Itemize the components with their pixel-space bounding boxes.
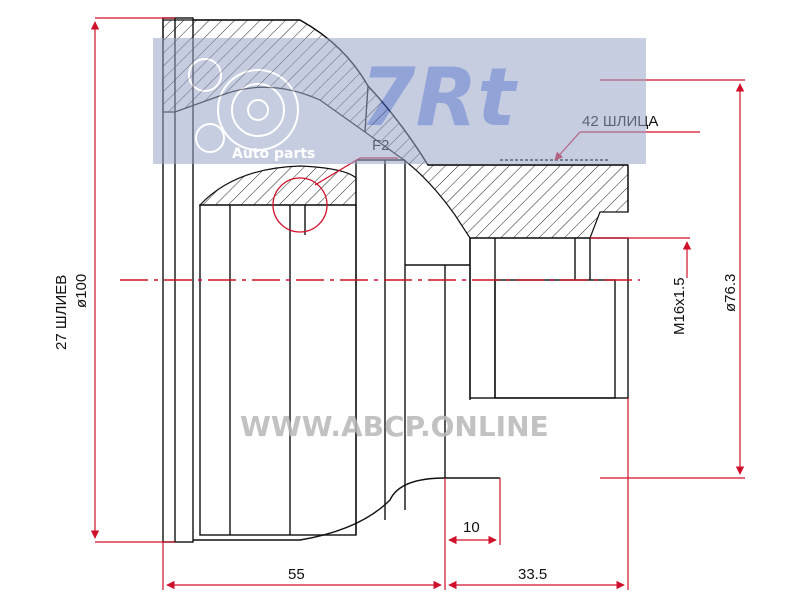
label-splines-outer: 27 ШЛИЕВ (53, 275, 70, 350)
brand-watermark: 7Rt Auto parts (153, 38, 646, 164)
label-diameter-inner: ø76.3 (722, 274, 739, 312)
gear-icon (188, 58, 299, 153)
brand-sub-text: Auto parts (232, 146, 315, 162)
label-length-stub: 33.5 (518, 566, 547, 583)
label-length-small: 10 (463, 519, 480, 536)
label-thread: M16x1.5 (671, 277, 688, 335)
inner-cavity (199, 204, 357, 536)
site-watermark: WWW.ABCP.ONLINE (240, 410, 549, 443)
label-diameter-outer: ø100 (73, 274, 90, 308)
stub-shaft (469, 237, 629, 399)
thread-end (494, 279, 616, 399)
brand-logo-text: 7Rt (360, 51, 518, 144)
inner-race-section (198, 165, 357, 206)
part-outline (162, 17, 629, 543)
left-flange (162, 17, 194, 543)
label-length-body: 55 (288, 566, 305, 583)
